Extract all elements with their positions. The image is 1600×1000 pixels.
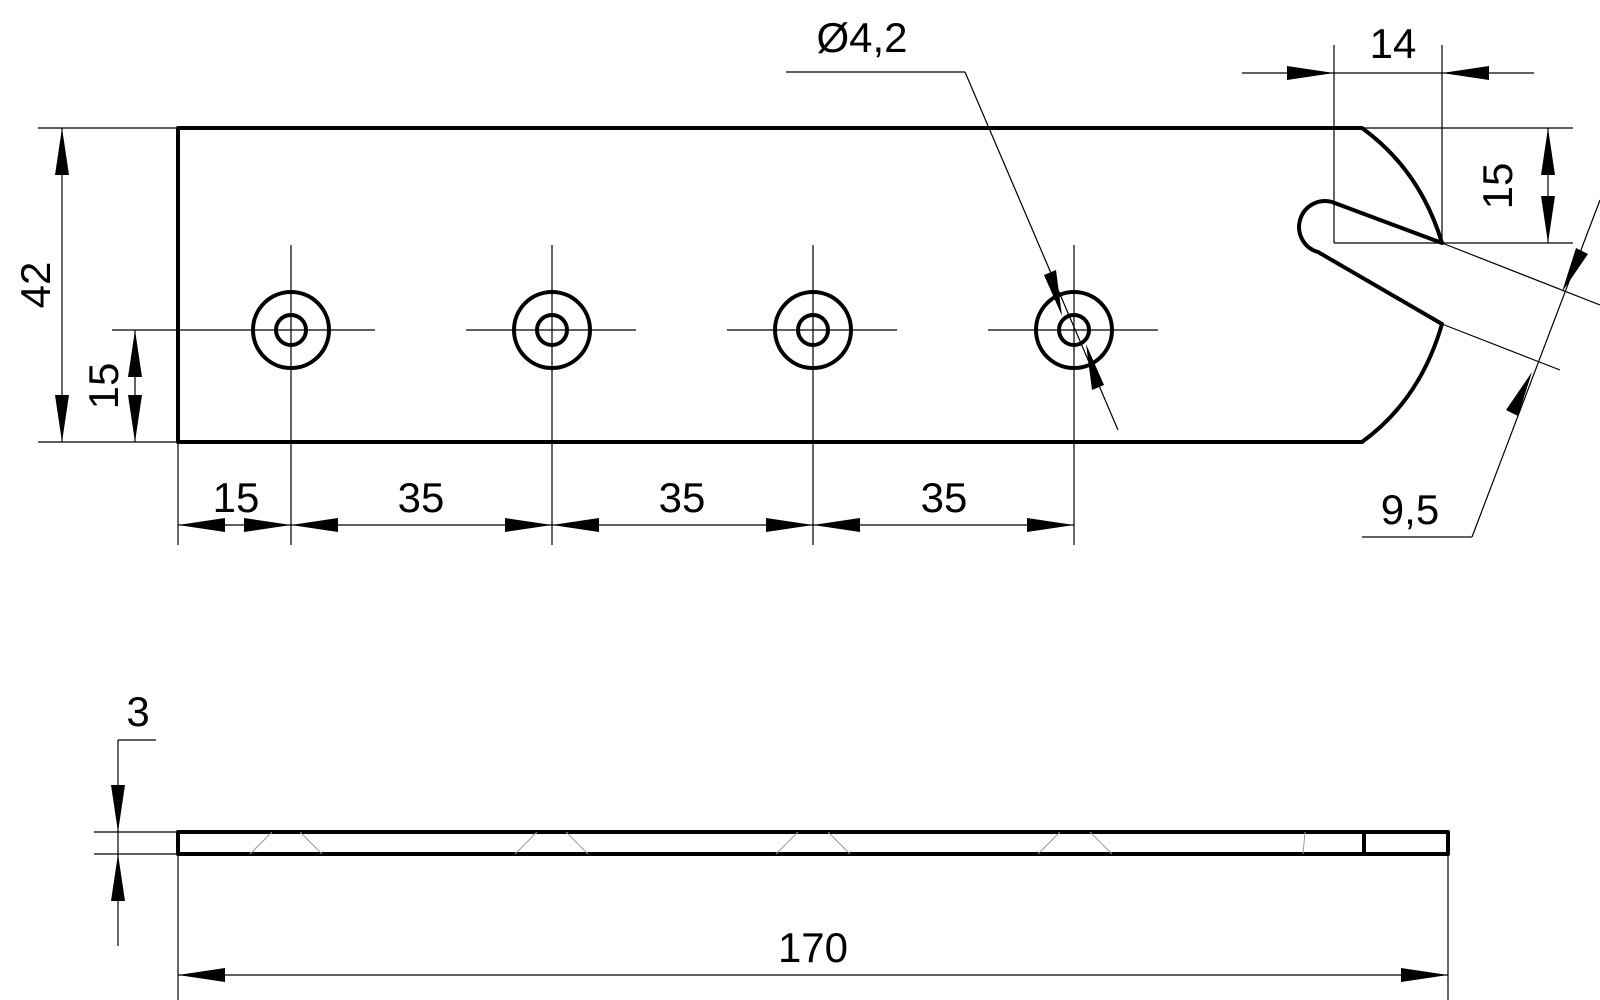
plate-side-profile — [176, 830, 1450, 856]
dim-slot-horizontal — [1242, 45, 1534, 243]
dim-hole-row-offset — [112, 329, 205, 442]
hole-1 — [205, 245, 375, 545]
label-thickness: 3 — [126, 688, 149, 735]
dim-slot-vertical — [1334, 127, 1573, 244]
hole-4 — [988, 245, 1158, 545]
plate-outline — [176, 126, 1444, 444]
label-slot-horizontal: 14 — [1370, 20, 1417, 67]
label-hole-row-offset: 15 — [80, 363, 127, 410]
hole-2 — [466, 245, 636, 545]
top-view: 42 15 Ø4,2 15 35 35 35 14 15 9,5 — [12, 14, 1600, 545]
side-view: 3 170 — [94, 688, 1450, 1000]
dim-overall-length — [177, 854, 1449, 1000]
dim-plate-height — [38, 127, 178, 443]
label-overall-length: 170 — [778, 924, 848, 971]
dim-hole-chain — [177, 442, 1074, 545]
hole-3 — [727, 245, 897, 545]
label-hole-pitch-2: 35 — [659, 474, 706, 521]
label-slot-width: 9,5 — [1381, 486, 1439, 533]
label-first-hole-offset: 15 — [213, 474, 260, 521]
label-hole-pitch-3: 35 — [921, 474, 968, 521]
dim-hole-diameter — [786, 71, 1119, 431]
label-slot-vertical: 15 — [1474, 163, 1521, 210]
dim-thickness — [94, 739, 178, 946]
label-hole-pitch-1: 35 — [398, 474, 445, 521]
label-hole-diameter: Ø4,2 — [816, 14, 907, 61]
label-plate-height: 42 — [12, 262, 59, 309]
dim-slot-width — [1362, 199, 1600, 538]
